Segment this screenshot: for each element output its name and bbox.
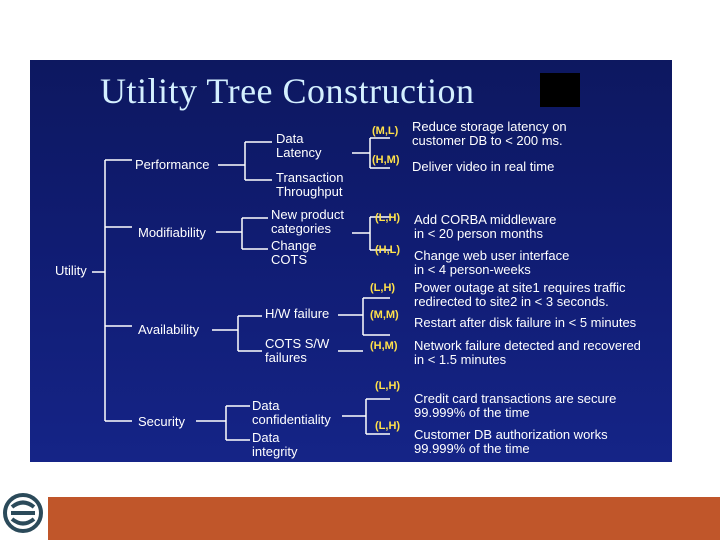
priority-rank: (L,H): [370, 282, 396, 294]
attribute-security: Security: [138, 414, 185, 429]
refinement-line: COTS S/W: [265, 336, 330, 351]
refinement-line: Data: [252, 430, 280, 445]
priority-rank: (L,H): [375, 420, 401, 432]
priority-rank: (H,M): [372, 154, 400, 166]
scenario-line: customer DB to < 200 ms.: [412, 133, 563, 148]
scenario-line: redirected to site2 in < 3 seconds.: [414, 294, 609, 309]
tree-connectors: [92, 137, 392, 441]
scenario-line: in < 20 person months: [414, 226, 543, 241]
black-box: [540, 73, 580, 107]
slide-image: Utility Tree Construction: [30, 60, 672, 462]
scenario-text: Power outage at site1 requires traffic r…: [414, 281, 626, 309]
refinement-line: integrity: [252, 444, 298, 459]
scenario-line: in < 1.5 minutes: [414, 352, 507, 367]
refinement-line: Latency: [276, 145, 322, 160]
scenario-line: 99.999% of the time: [414, 405, 530, 420]
priority-rank: (L,H): [375, 380, 401, 392]
scenario-line: Deliver video in real time: [412, 159, 555, 174]
priority-rank: (M,M): [370, 309, 399, 321]
scenario-text: Network failure detected and recovered i…: [414, 339, 641, 367]
attribute-modifiability: Modifiability: [138, 225, 206, 240]
refinement-line: Transaction: [276, 170, 344, 185]
scenario-line: in < 4 person-weeks: [414, 262, 531, 277]
priority-rank: (L,H): [375, 212, 401, 224]
scenario-line: Reduce storage latency on: [412, 119, 567, 134]
priority-rank: (H,L): [375, 244, 401, 256]
scenario-line: 99.999% of the time: [414, 441, 530, 456]
priority-rank: (M,L): [372, 125, 399, 137]
swirl-logo-icon: [3, 493, 43, 533]
refinement-line: categories: [271, 221, 331, 236]
scenario-text: Restart after disk failure in < 5 minute…: [414, 316, 636, 330]
scenario-line: Change web user interface: [414, 248, 570, 263]
scenario-text: Deliver video in real time: [412, 160, 554, 174]
refinement-line: Change: [271, 238, 317, 253]
refinement-line: H/W failure: [265, 306, 330, 321]
scenario-line: Add CORBA middleware: [414, 212, 557, 227]
refinement-line: failures: [265, 350, 307, 365]
attribute-performance: Performance: [135, 157, 210, 172]
priority-rank: (H,M): [370, 340, 398, 352]
footer-bar: [48, 497, 720, 540]
scenario-line: Credit card transactions are secure: [414, 391, 617, 406]
refinement-line: New product: [271, 207, 344, 222]
slide-title: Utility Tree Construction: [100, 71, 475, 111]
refinement-line: COTS: [271, 252, 308, 267]
scenario-line: Customer DB authorization works: [414, 427, 608, 442]
root-node: Utility: [55, 263, 87, 278]
refinement-line: Throughput: [276, 184, 343, 199]
attribute-availability: Availability: [138, 322, 200, 337]
scenario-text: Customer DB authorization works 99.999% …: [414, 428, 608, 456]
scenario-line: Network failure detected and recovered: [414, 338, 641, 353]
refinement-line: Data: [252, 398, 280, 413]
refinement-line: Data: [276, 131, 304, 146]
refinement-node: H/W failure: [265, 307, 329, 321]
scenario-line: Power outage at site1 requires traffic: [414, 280, 626, 295]
scenario-line: Restart after disk failure in < 5 minute…: [414, 315, 637, 330]
refinement-line: confidentiality: [252, 412, 331, 427]
